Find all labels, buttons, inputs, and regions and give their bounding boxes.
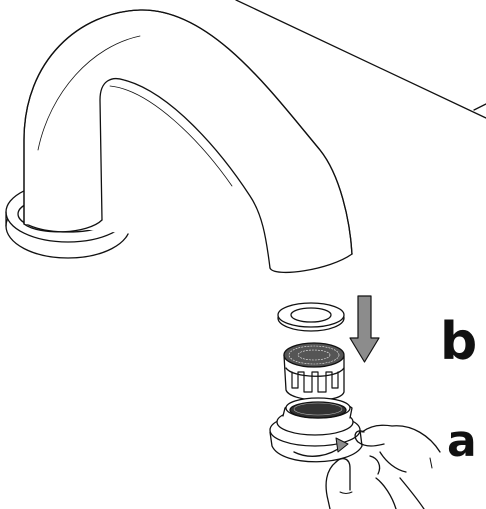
aerator-washer [278, 303, 344, 331]
step-label-a: a [447, 420, 477, 464]
aerator-housing [270, 398, 362, 462]
step-label-b: b [440, 316, 477, 368]
aerator-insert [284, 343, 344, 400]
arrow-down-icon [350, 296, 379, 362]
